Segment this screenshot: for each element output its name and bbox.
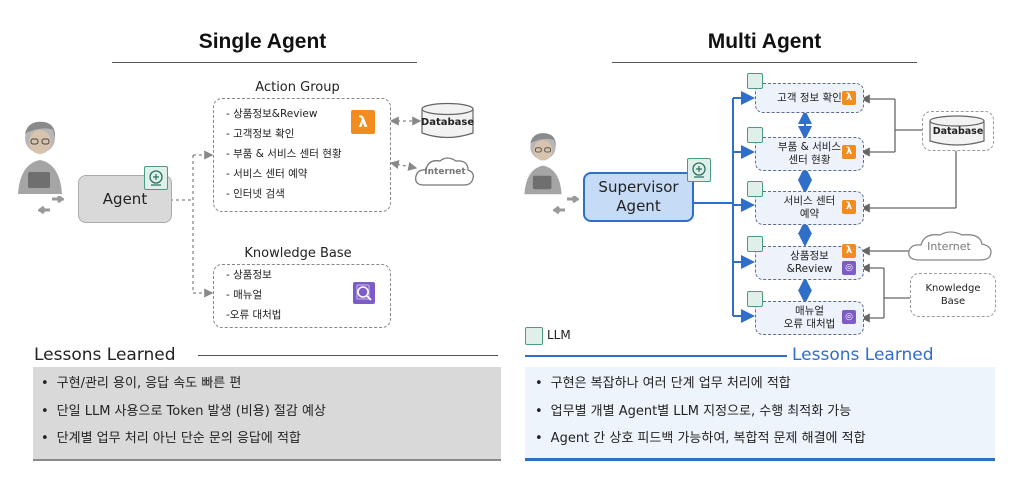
action-item: - 고객정보 확인 bbox=[226, 128, 295, 140]
lesson-bullet: Agent 간 상호 피드백 가능하여, 복합적 문제 해결에 적합 bbox=[550, 431, 866, 446]
action-item: - 인터넷 검색 bbox=[226, 188, 285, 200]
supervisor-label-line2: Agent bbox=[616, 197, 661, 215]
action-item: - 부품 & 서비스 센터 현황 bbox=[226, 148, 342, 160]
supervisor-agent-box: Supervisor Agent bbox=[583, 172, 694, 222]
internet-label: Internet bbox=[927, 239, 971, 253]
database-box: Database bbox=[922, 111, 994, 151]
llm-brain-icon bbox=[747, 73, 763, 89]
aws-lambda-icon: λ bbox=[842, 91, 856, 105]
multi-lessons-header: Lessons Learned bbox=[792, 345, 934, 365]
aws-lambda-icon: λ bbox=[842, 145, 856, 159]
single-lessons-header: Lessons Learned bbox=[34, 345, 176, 365]
multi-lessons-panel: •구현은 복잡하나 여러 단계 업무 처리에 적합 •업무별 개별 Agent별… bbox=[525, 367, 995, 461]
llm-brain-icon bbox=[747, 291, 763, 307]
database-icon bbox=[929, 115, 985, 146]
knowledge-base-icon: ◎ bbox=[842, 261, 856, 275]
action-item: - 상품정보&Review bbox=[226, 108, 318, 120]
internet-cloud-icon bbox=[906, 229, 996, 263]
single-connectors bbox=[170, 116, 422, 298]
aws-lambda-icon: λ bbox=[351, 110, 375, 134]
llm-brain-icon bbox=[144, 166, 168, 190]
multi-resource-connectors bbox=[860, 94, 957, 323]
multi-agent-title: Multi Agent bbox=[707, 30, 822, 53]
llm-legend-label: LLM bbox=[547, 328, 571, 342]
kb-label-line2: Base bbox=[940, 296, 966, 307]
multi-lessons-rule bbox=[525, 355, 787, 357]
knowledge-base-icon: ◎ bbox=[842, 310, 856, 324]
knowledge-base-icon bbox=[353, 282, 375, 304]
knowledge-base-box: Knowledge Base bbox=[910, 273, 996, 317]
database-label: Database bbox=[932, 125, 984, 137]
exchange-arrows-icon bbox=[550, 194, 582, 218]
internet-cloud-icon bbox=[414, 155, 476, 189]
llm-brain-icon bbox=[747, 127, 763, 143]
agent-label: Agent bbox=[102, 190, 148, 208]
supervisor-label-line1: Supervisor bbox=[598, 178, 679, 196]
action-group-title: Action Group bbox=[255, 80, 340, 95]
lesson-bullet: 단일 LLM 사용으로 Token 발생 (비용) 절감 예상 bbox=[56, 404, 326, 419]
knowledge-base-title: Knowledge Base bbox=[244, 246, 352, 261]
internet-label: Internet bbox=[424, 166, 466, 177]
action-item: - 서비스 센터 예약 bbox=[226, 168, 308, 180]
kb-item: - 매뉴얼 bbox=[226, 289, 263, 301]
aws-lambda-icon: λ bbox=[842, 244, 856, 258]
kb-item: -오류 대처법 bbox=[226, 309, 282, 321]
database-label: Database bbox=[420, 116, 475, 128]
aws-lambda-icon: λ bbox=[842, 200, 856, 214]
single-title-rule bbox=[112, 62, 417, 63]
lesson-bullet: 업무별 개별 Agent별 LLM 지정으로, 수행 최적화 가능 bbox=[550, 404, 852, 419]
database-icon bbox=[420, 102, 475, 140]
llm-legend-icon bbox=[525, 327, 543, 345]
llm-brain-icon bbox=[687, 158, 711, 182]
llm-brain-icon bbox=[747, 236, 763, 252]
kb-item: - 상품정보 bbox=[226, 269, 272, 281]
single-agent-title: Single Agent bbox=[198, 30, 327, 53]
kb-label-line1: Knowledge bbox=[925, 283, 981, 294]
multi-blue-connectors bbox=[690, 91, 812, 323]
person-avatar-icon bbox=[517, 130, 569, 196]
lesson-bullet: 구현/관리 용이, 응답 속도 빠른 편 bbox=[56, 376, 242, 391]
lesson-bullet: 구현은 복잡하나 여러 단계 업무 처리에 적합 bbox=[550, 376, 791, 391]
llm-brain-icon bbox=[747, 181, 763, 197]
lesson-bullet: 단계별 업무 처리 아닌 단순 문의 응답에 적합 bbox=[56, 431, 301, 446]
multi-title-rule bbox=[612, 62, 917, 63]
person-avatar-icon bbox=[14, 118, 66, 196]
single-lessons-panel: •구현/관리 용이, 응답 속도 빠른 편 •단일 LLM 사용으로 Token… bbox=[33, 367, 501, 461]
exchange-arrows-icon bbox=[35, 194, 67, 218]
single-lessons-rule bbox=[198, 355, 498, 356]
